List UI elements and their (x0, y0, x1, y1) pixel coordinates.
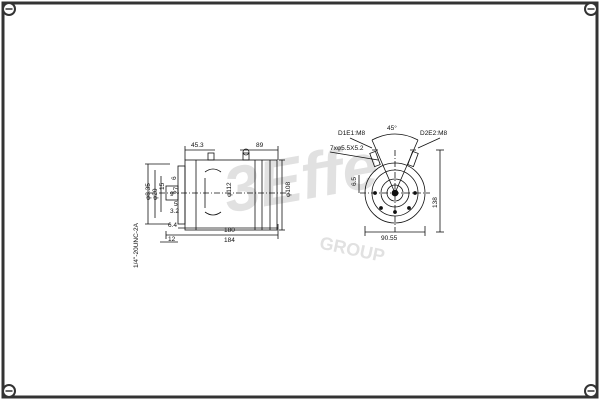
dim-dia-a: φ8.35 (145, 183, 152, 200)
dim-dia-108: φ108 (285, 182, 292, 197)
dim-6: 6 (171, 176, 178, 180)
dim-9: 9 (170, 191, 174, 198)
dim-angle: 45° (387, 124, 397, 132)
dim-len-184: 184 (224, 237, 235, 244)
dim-len-180: 180 (224, 227, 235, 234)
dim-27: 27 (173, 186, 180, 194)
dim-holes: 7xφ5.5X5.2 (330, 145, 364, 152)
dim-d2e2: D2E2:M8 (420, 130, 447, 137)
dim-3-2: 3.2 (170, 208, 179, 215)
dim-thread: 1/4"-20UNC-2A (133, 222, 140, 268)
dim-d1e1: D1E1:M8 (338, 130, 365, 137)
dim-top-a: 45.3 (191, 142, 204, 149)
dim-5: 5 (174, 201, 178, 208)
side-view-labels: 45.3 89 φ8.35 φ20 15 9 6 27 5 3.2 φ112 φ… (133, 142, 292, 268)
dim-15: 15 (159, 182, 166, 190)
screw-icon (584, 2, 598, 16)
watermark-sub: GROUP (318, 233, 387, 266)
screw-icon (2, 2, 16, 16)
dim-width-90: 90.55 (381, 235, 398, 242)
dim-6-4: 6.4 (168, 222, 177, 229)
dim-12: 12 (168, 236, 176, 243)
screw-icon (2, 384, 16, 398)
side-view (145, 146, 290, 243)
dim-6-5: 6.5 (351, 177, 358, 186)
dim-top-b: 89 (256, 142, 264, 149)
dim-dia-b: φ20 (152, 188, 159, 200)
end-view (329, 133, 444, 236)
watermark-brand: 3Effe (218, 129, 383, 227)
screw-icon (584, 384, 598, 398)
dim-height-138: 138 (432, 197, 439, 208)
end-view-labels: D1E1:M8 D2E2:M8 45° 7xφ5.5X5.2 6.5 90.55… (330, 124, 447, 242)
dim-dia-112: φ112 (226, 182, 233, 197)
